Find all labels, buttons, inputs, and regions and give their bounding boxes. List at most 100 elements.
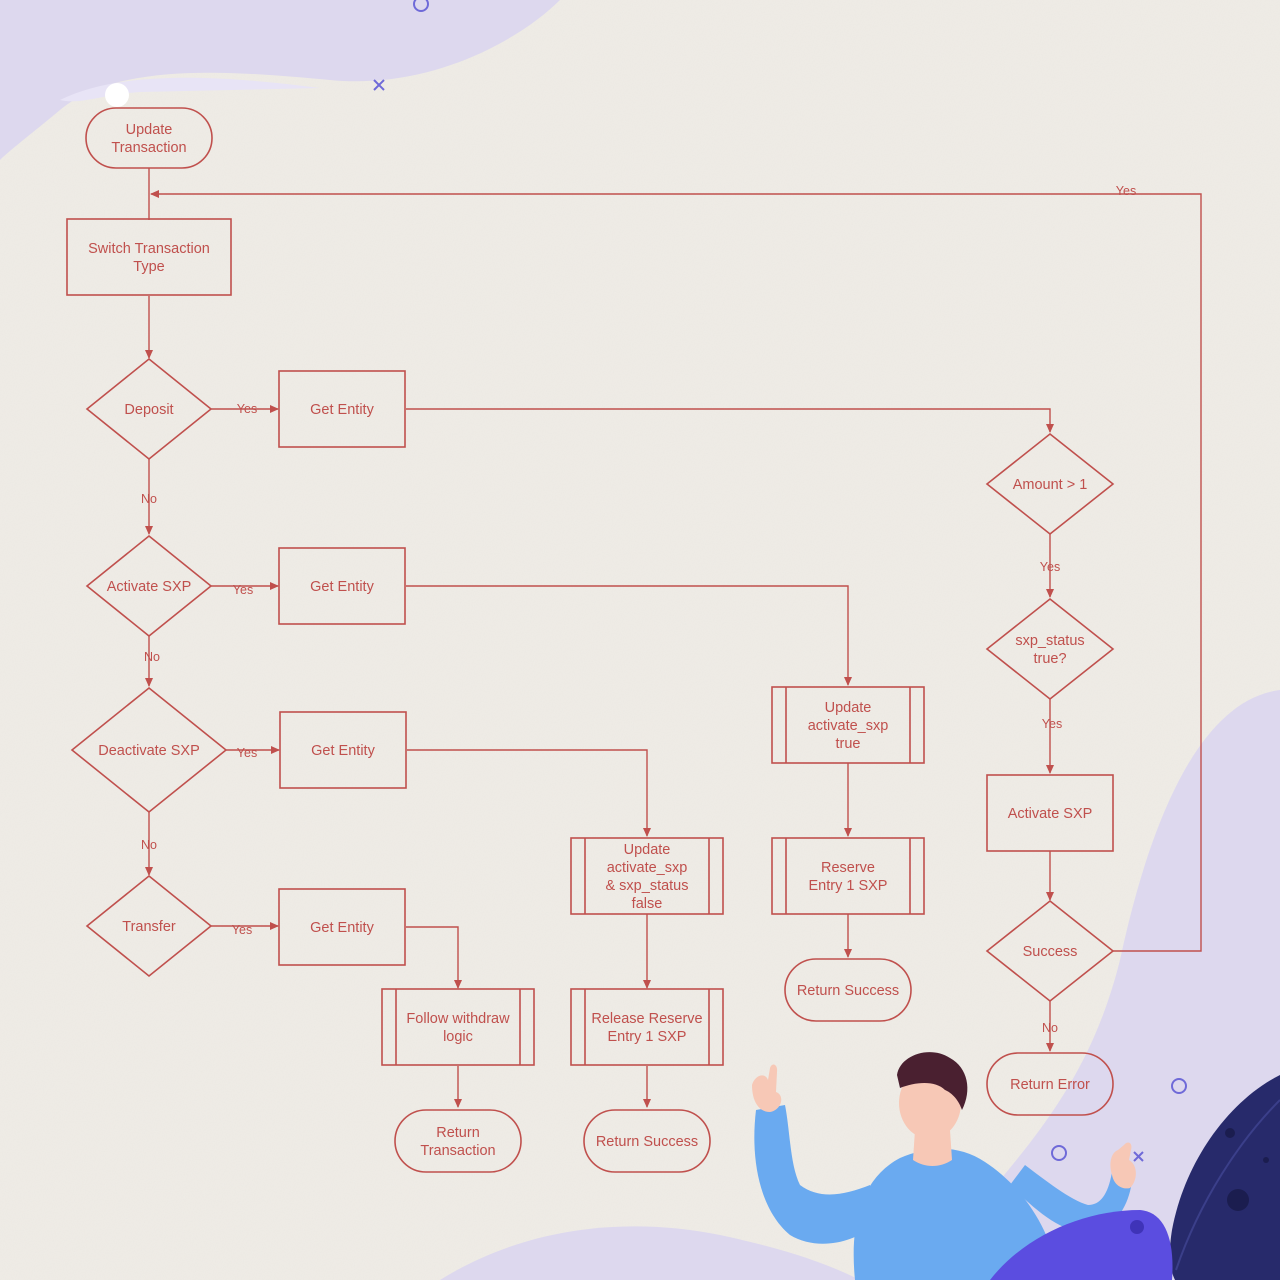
cross-top <box>373 79 385 91</box>
node-label-line: Get Entity <box>311 743 375 759</box>
leaf-dark <box>1169 1075 1280 1280</box>
node-label-line: Release Reserve <box>591 1011 702 1027</box>
node-get4: Get Entity <box>278 888 406 966</box>
node-label-line: Entry 1 SXP <box>809 878 888 894</box>
node-return-success-1: Return Success <box>784 958 912 1022</box>
node-label-line: Transfer <box>122 919 176 935</box>
edge-label-activate-no: No <box>144 650 160 664</box>
person-hair <box>897 1052 968 1110</box>
decision-shape <box>985 432 1115 536</box>
person-right-hand <box>1110 1142 1136 1189</box>
node-label-line: Deactivate SXP <box>98 743 200 759</box>
edge-label-success-no: No <box>1042 1021 1058 1035</box>
node-get1: Get Entity <box>278 370 406 448</box>
node-get2: Get Entity <box>278 547 406 625</box>
decision-shape <box>85 874 213 978</box>
person-body <box>853 1148 1060 1280</box>
terminal-shape <box>583 1109 711 1173</box>
node-return-success-2: Return Success <box>583 1109 711 1173</box>
node-label-line: logic <box>443 1029 473 1045</box>
node-activate: Activate SXP <box>85 534 213 638</box>
node-label-line: Return <box>436 1125 480 1141</box>
node-label-line: activate_sxp <box>607 860 688 876</box>
leaf-purple-spot <box>1130 1220 1144 1234</box>
right-blob <box>860 690 1280 1280</box>
node-label-line: Return Success <box>797 983 899 999</box>
leaf-spot-3 <box>1263 1157 1269 1163</box>
node-label-line: Type <box>133 259 164 275</box>
node-amount: Amount > 1 <box>985 432 1115 536</box>
terminal-shape <box>986 1052 1114 1116</box>
edge-label-amount-yes: Yes <box>1040 560 1060 574</box>
edge-label-status-yes: Yes <box>1042 717 1062 731</box>
node-label-line: true? <box>1033 651 1066 667</box>
node-transfer: Transfer <box>85 874 213 978</box>
edge-label-deactivate-yes: Yes <box>237 746 257 760</box>
node-label-line: & sxp_status <box>605 878 688 894</box>
node-box <box>570 837 724 915</box>
ring-top <box>413 0 429 12</box>
edge-get3-update-false <box>407 749 651 837</box>
node-deactivate: Deactivate SXP <box>70 686 228 814</box>
top-left-blob <box>0 0 560 160</box>
node-return-error: Return Error <box>986 1052 1114 1116</box>
decision-shape <box>985 597 1115 701</box>
node-label-line: Return Success <box>596 1134 698 1150</box>
node-box <box>279 711 407 789</box>
node-label-line: Deposit <box>124 402 173 418</box>
node-success: Success <box>985 899 1115 1003</box>
ring-right <box>1171 1078 1187 1094</box>
edge-success-loop <box>150 190 1202 952</box>
edge-get1-amount <box>406 408 1054 433</box>
node-label-line: Activate SXP <box>1008 806 1093 822</box>
terminal-shape <box>784 958 912 1022</box>
node-label-line: Entry 1 SXP <box>608 1029 687 1045</box>
node-label-line: sxp_status <box>1015 633 1084 649</box>
node-label-line: Get Entity <box>310 920 374 936</box>
node-activate-sxp-box: Activate SXP <box>986 774 1114 852</box>
node-box <box>771 837 925 915</box>
node-label-line: Update <box>624 842 671 858</box>
decision-shape <box>985 899 1115 1003</box>
node-box <box>278 370 406 448</box>
edge-label-activate-yes: Yes <box>233 583 253 597</box>
person-neck <box>913 1130 952 1166</box>
edge-label-deposit-no: No <box>141 492 157 506</box>
edge-labels: Yes Yes No Yes No Yes No Yes Yes Yes No <box>141 184 1136 1035</box>
ring-bottom <box>1051 1145 1067 1161</box>
node-label-line: Get Entity <box>310 402 374 418</box>
terminal-shape <box>394 1109 522 1173</box>
node-deposit: Deposit <box>85 357 213 461</box>
connectors <box>145 168 1202 1108</box>
decision-shape <box>70 686 228 814</box>
leaf-vein <box>1175 1099 1280 1271</box>
dot-white <box>105 83 129 107</box>
node-sxp-status: sxp_status true? <box>985 597 1115 701</box>
node-box <box>66 218 232 296</box>
node-box <box>278 888 406 966</box>
node-label-line: Transaction <box>420 1143 495 1159</box>
leaf-purple <box>990 1210 1173 1280</box>
node-label-line: Switch Transaction <box>88 241 210 257</box>
node-box <box>771 686 925 764</box>
node-label-line: Update <box>825 700 872 716</box>
decision-shape <box>85 534 213 638</box>
node-box <box>570 988 724 1066</box>
node-label-line: activate_sxp <box>808 718 889 734</box>
node-box <box>381 988 535 1066</box>
node-label-line: true <box>836 736 861 752</box>
node-get3: Get Entity <box>279 711 407 789</box>
cross-bottom <box>1133 1151 1144 1162</box>
edge-label-deposit-yes: Yes <box>237 402 257 416</box>
edge-get2-update-true <box>406 585 852 686</box>
